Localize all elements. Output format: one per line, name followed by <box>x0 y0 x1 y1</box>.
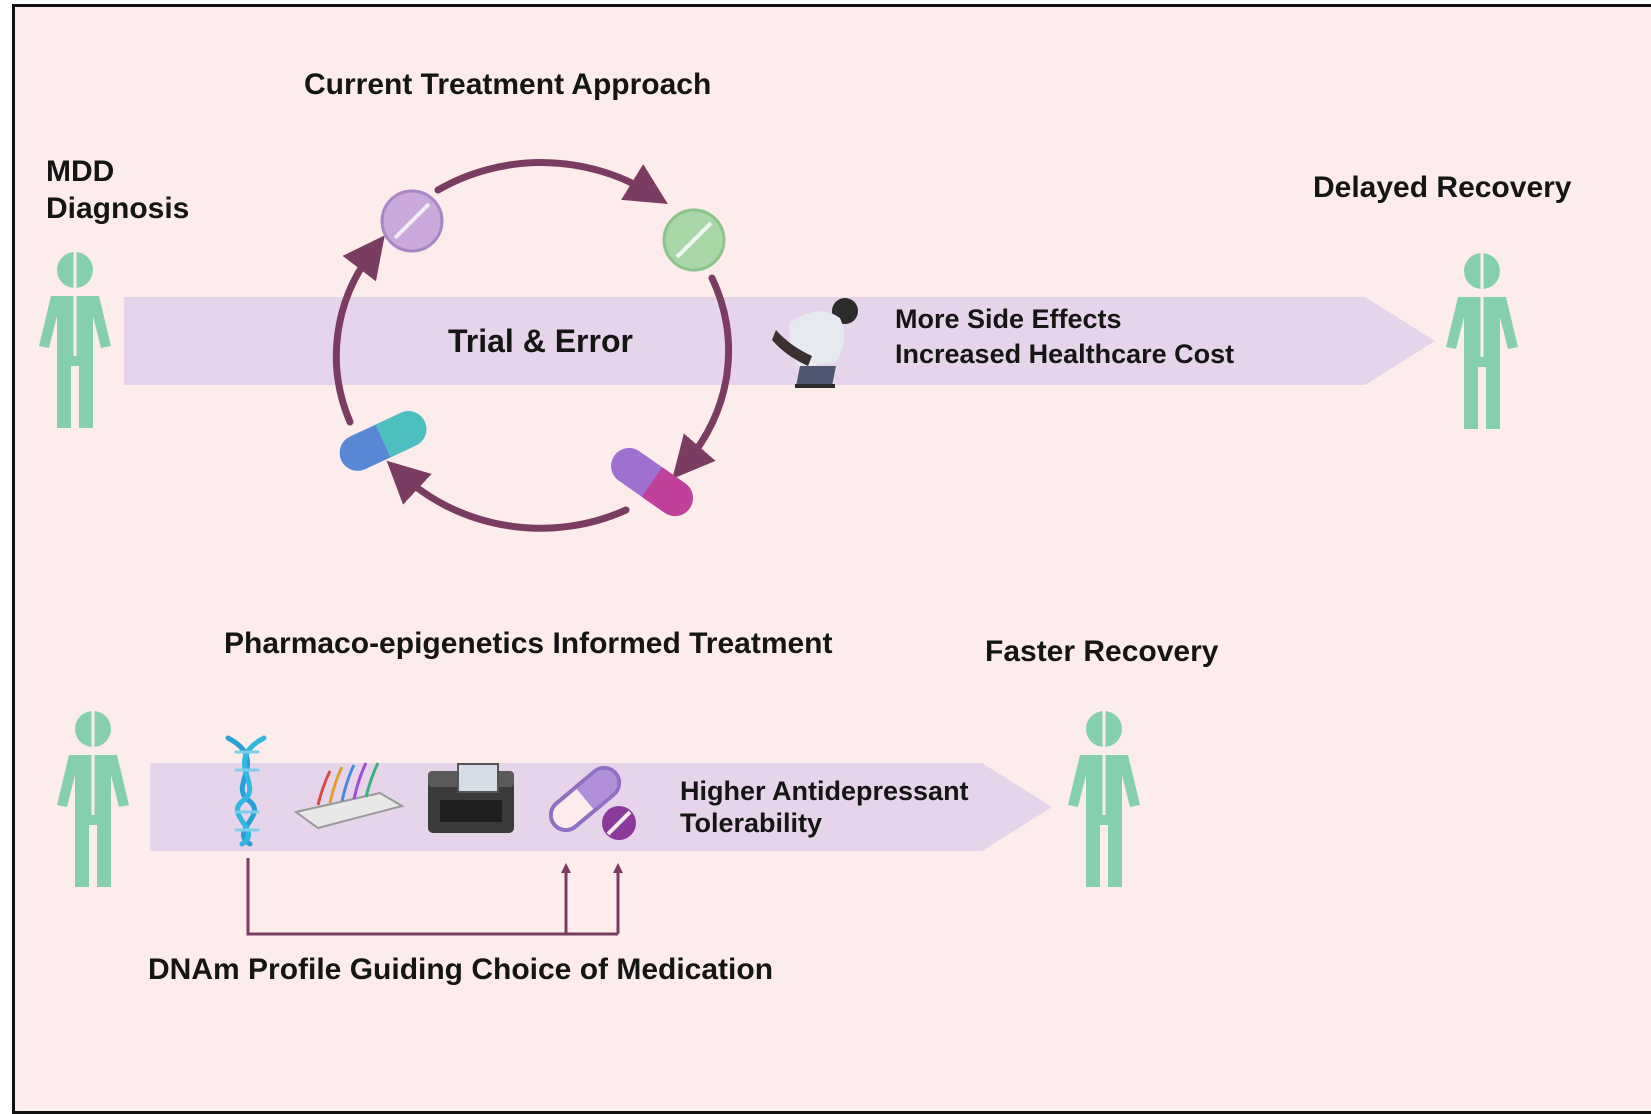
side-effects-label: More Side Effects <box>895 304 1122 334</box>
person-icon <box>1068 711 1140 887</box>
mdd-label-line2: Diagnosis <box>46 192 190 225</box>
capsule-magenta-icon <box>611 447 693 517</box>
person-icon <box>1446 253 1518 429</box>
section-title-informed: Pharmaco-epigenetics Informed Treatment <box>224 627 833 660</box>
trial-error-label: Trial & Error <box>448 323 633 359</box>
figure-frame <box>12 4 1651 1114</box>
faster-recovery-label: Faster Recovery <box>985 635 1219 668</box>
dnam-guidance-label: DNAm Profile Guiding Choice of Medicatio… <box>148 953 774 986</box>
person-icon <box>39 252 111 428</box>
microarray-icon <box>293 762 405 830</box>
person-icon <box>57 711 129 887</box>
guidance-connector <box>246 858 623 936</box>
healthcare-cost-label: Increased Healthcare Cost <box>895 339 1235 369</box>
capsule-blue-icon <box>339 411 427 471</box>
trial-error-cycle <box>332 159 733 532</box>
mdd-label-line1: MDD <box>46 155 115 188</box>
sequencer-icon <box>428 763 514 833</box>
sick-person-icon <box>772 298 858 388</box>
section-title-current: Current Treatment Approach <box>304 68 712 101</box>
pill-purple-icon <box>380 189 444 253</box>
delayed-recovery-label: Delayed Recovery <box>1313 171 1572 204</box>
medication-icon <box>548 765 636 840</box>
pill-green-icon <box>662 208 726 272</box>
tolerability-label-line2: Tolerability <box>680 808 823 838</box>
dna-icon <box>225 735 267 847</box>
tolerability-label-line1: Higher Antidepressant <box>680 776 969 806</box>
